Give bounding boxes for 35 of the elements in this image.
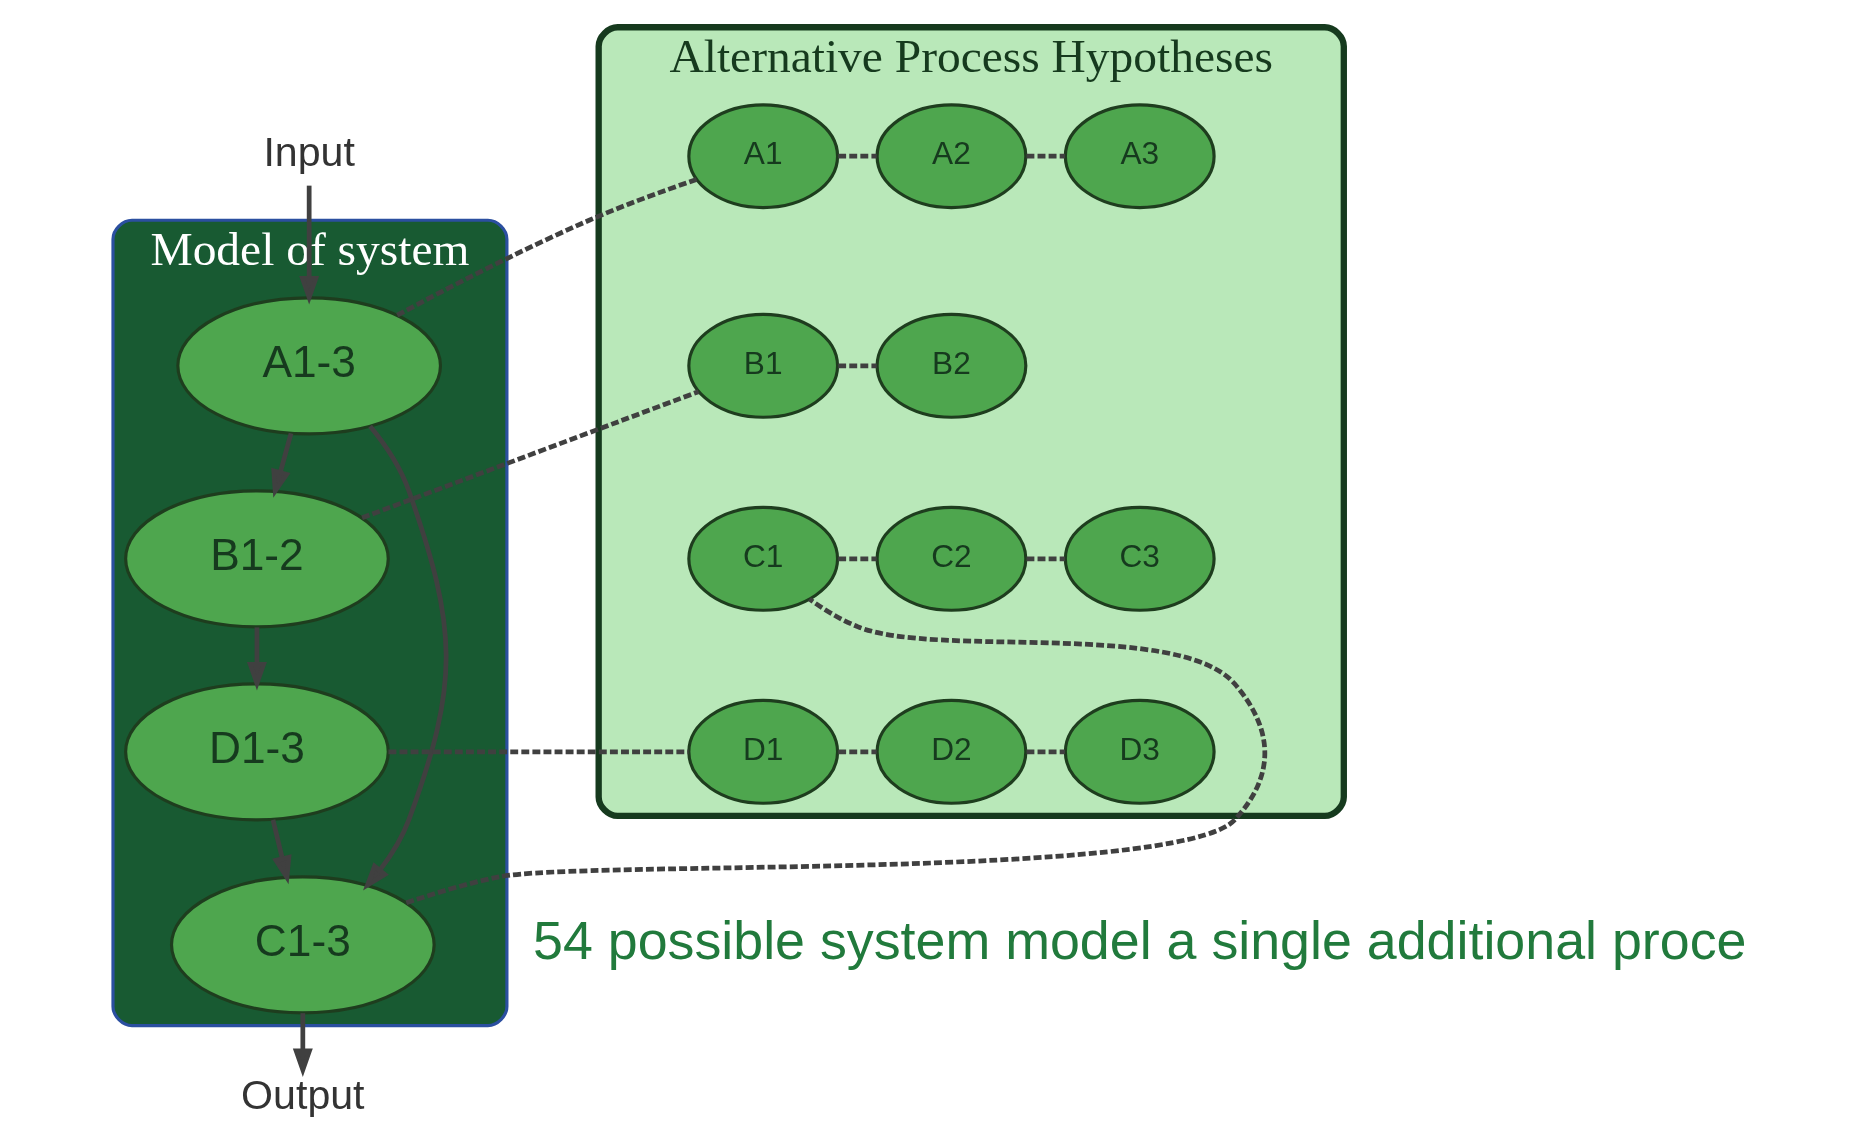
node-ellipse: C1 [686, 505, 839, 612]
node-ellipse: B1-2 [123, 489, 390, 629]
node-ellipse: A3 [1063, 103, 1216, 210]
node-ellipse: D2 [875, 698, 1027, 805]
connector [837, 556, 877, 562]
node-text: Output [240, 1072, 365, 1119]
connector [837, 363, 877, 369]
connector [1025, 749, 1065, 755]
connector [405, 597, 1267, 906]
node-ellipse: C1-3 [169, 875, 436, 1015]
node-text: Input [262, 129, 355, 176]
node-ellipse: A1 [686, 103, 839, 210]
connector [395, 177, 697, 318]
node-ellipse: A2 [875, 103, 1027, 210]
arrow [362, 424, 448, 891]
node-ellipse: D1 [686, 698, 839, 805]
connector [837, 749, 877, 755]
label: 54 possible system model a single additional proce [532, 909, 1746, 970]
node-ellipse: D3 [1063, 698, 1216, 805]
arrow [270, 432, 293, 498]
connector [1025, 556, 1065, 562]
node-ellipse: D1-3 [123, 682, 390, 822]
arrow [270, 819, 292, 885]
connector [360, 389, 699, 521]
node-ellipse: A1-3 [175, 296, 442, 436]
node-ellipse: B2 [875, 312, 1027, 419]
node-ellipse: C2 [875, 505, 1027, 612]
connector [1025, 153, 1065, 159]
arrow [246, 627, 267, 691]
connector [387, 749, 689, 755]
arrow [298, 185, 319, 305]
node-ellipse: B1 [686, 312, 839, 419]
connector [837, 153, 877, 159]
arrow [292, 1013, 313, 1077]
node-ellipse: C3 [1063, 505, 1216, 612]
